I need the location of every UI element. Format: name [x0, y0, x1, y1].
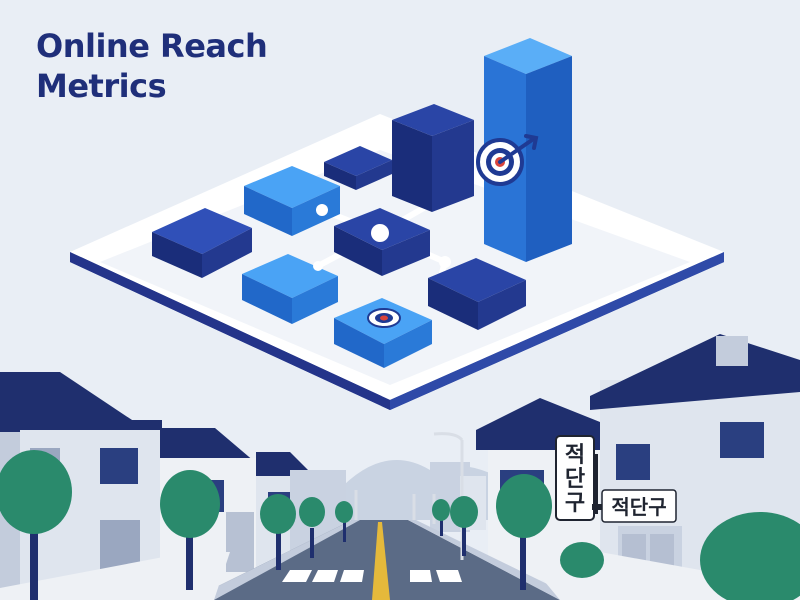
target-icon-small	[367, 308, 401, 328]
vertical-sign: 적 단 구	[555, 435, 598, 521]
arrow-icon	[498, 134, 539, 164]
page-title: Online Reach Metrics	[36, 26, 356, 106]
title-line-1: Online Reach	[36, 27, 268, 65]
node-dot-icon	[313, 204, 451, 271]
horizontal-sign-label: 적단구	[611, 495, 666, 519]
horizontal-sign: 적단구	[592, 489, 677, 523]
vertical-sign-char-1: 적	[565, 443, 585, 468]
vertical-sign-char-2: 단	[565, 467, 585, 492]
trees	[0, 450, 800, 600]
tall-tower-navy	[392, 104, 474, 212]
title-line-2: Metrics	[36, 67, 167, 105]
block-blue-upper	[244, 166, 340, 236]
block-small-navy	[324, 146, 392, 190]
block-right-navy	[428, 258, 526, 330]
block-left-navy	[152, 208, 252, 278]
vertical-sign-char-3: 구	[565, 491, 585, 516]
block-blue-lower	[242, 254, 338, 324]
